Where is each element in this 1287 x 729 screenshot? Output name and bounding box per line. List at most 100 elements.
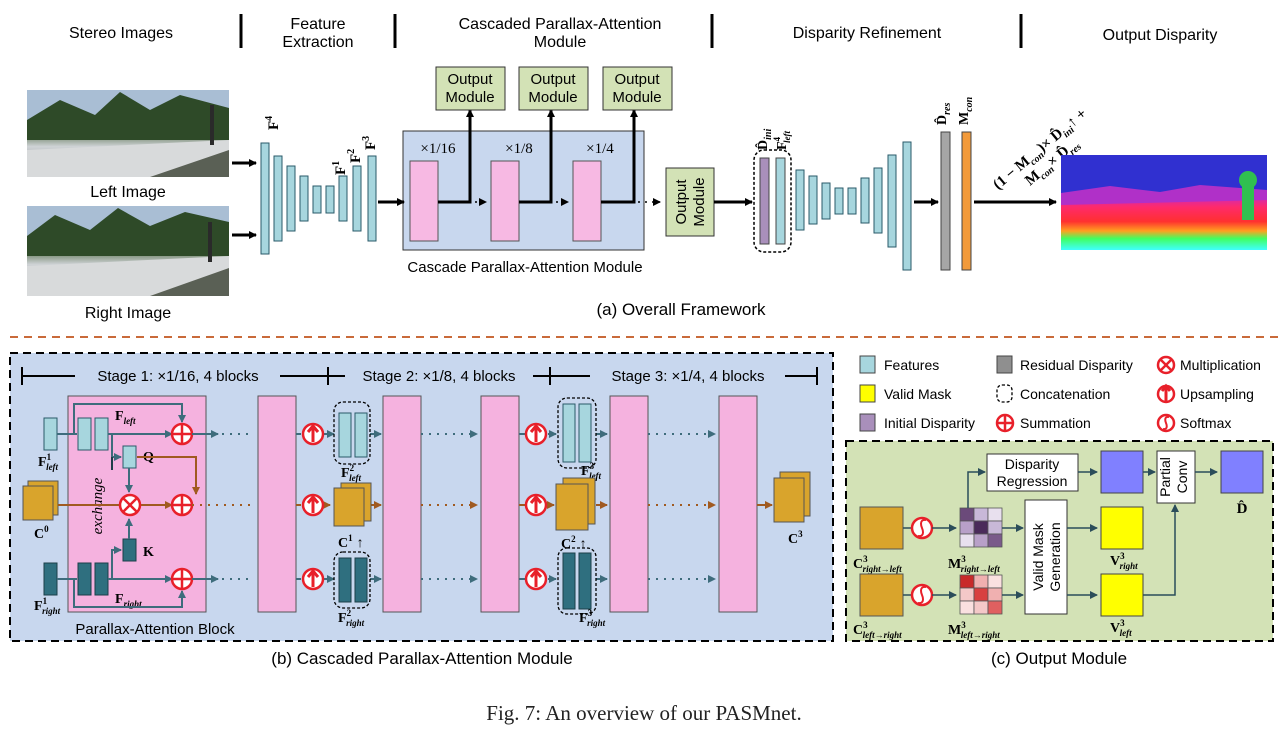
legend-upsampling: Upsampling [1180,386,1254,402]
c3-front [773,477,805,523]
label-c1: C1↑ [338,533,364,551]
refined-disparity-map [1220,450,1264,494]
f1-left-block [43,417,58,451]
legend-valid-mask: Valid Mask [884,386,952,402]
upsampling-icon [301,422,325,446]
svg-text:Output: Output [614,71,660,88]
softmax-icon [1156,413,1176,433]
feature-block [578,403,592,463]
label-f3: F3 [361,136,379,150]
confidence-bar [961,131,972,271]
svg-text:Output: Output [530,71,576,88]
stage-block [609,395,649,613]
legend-features-swatch [859,355,876,374]
legend-features: Features [884,357,939,373]
label-k: K [143,545,154,560]
stage-3-label: Stage 3: ×1/4, 4 blocks [611,368,764,385]
stage-block [718,395,758,613]
stage-1-label: Stage 1: ×1/16, 4 blocks [97,368,258,385]
legend-valid-swatch [859,384,876,403]
arrow [73,403,186,434]
legend-initial: Initial Disparity [884,415,975,431]
label-f4: F4 [264,116,282,130]
stage-block [480,395,520,613]
output-disparity-map [1061,155,1267,250]
multiplication-icon [118,493,142,517]
disparity-regression-1: Disparity [1005,456,1059,472]
stage-2-label: Stage 2: ×1/8, 4 blocks [362,368,515,385]
label-d-ini: D̂ini [754,129,774,150]
header-cpam-1: Cascaded Parallax-Attention [459,16,662,33]
f1-right-block [43,562,58,596]
header-output: Output Disparity [1103,27,1218,44]
caption-c: (c) Output Module [991,649,1127,668]
valid-mask-right [1100,506,1144,550]
residual-disparity-bar [940,131,951,271]
arrow [438,109,474,204]
multiplication-icon [1156,355,1176,375]
label-f2: F2 [346,149,364,163]
feature-block [562,552,576,610]
cpam-stage-block [490,160,520,242]
c0-front [22,485,54,521]
c2-front [555,483,589,531]
svg-text:Output: Output [447,71,493,88]
pab-right-conv [94,562,109,596]
feature-bar [775,157,786,245]
legend-residual-swatch [996,355,1013,374]
output-module: Output Module [435,66,506,111]
upsampling-icon [1156,383,1176,404]
output-module-vertical: Output Module [665,167,715,237]
arrow [601,109,638,204]
header-feature-2: Extraction [282,34,353,51]
label-f-left: Fleft [115,409,136,426]
legend-initial-swatch [859,413,876,432]
attention-map-right-left [959,507,1003,548]
legend: Features Residual Disparity Multiplicati… [859,355,1261,433]
pab-right-conv [77,562,92,596]
valid-mask-generation-box [1024,499,1068,615]
valid-mask-generation-1: Valid Mask [1030,522,1046,590]
upsampling-icon [524,493,548,517]
arrow [967,468,986,508]
feature-block [354,412,368,458]
left-image [27,90,229,177]
feature-block [338,557,352,603]
pab-left-conv [77,417,92,451]
partial-conv-box [1156,450,1196,504]
summation-icon [995,413,1015,433]
c1-front [333,487,365,527]
legend-concatenation: Concatenation [1020,386,1110,402]
svg-text:Module: Module [528,89,577,106]
feature-block [354,557,368,603]
valid-mask-generation-2: Generation [1047,522,1063,591]
stage-block [382,395,422,613]
label-d-res: D̂res [933,103,953,125]
arrow [111,546,122,579]
feature-block [578,552,592,610]
svg-text:Module: Module [445,89,494,106]
arrow [519,109,555,204]
softmax-icon [910,583,934,607]
upsampling-icon [524,422,548,446]
label-f1: F1 [331,161,349,175]
summation-icon [170,493,194,517]
legend-softmax: Softmax [1180,415,1231,431]
cpam-stage-block [572,160,602,242]
label-c2: C2↑ [561,534,587,552]
cost-left-right [859,573,904,617]
valid-mask-left [1100,573,1144,617]
arrow [1143,504,1179,596]
summation-icon [170,567,194,591]
concat-group [333,551,371,609]
output-module: Output Module [518,66,589,111]
header-feature-1: Feature [290,16,345,33]
cost-right-left [859,506,904,550]
